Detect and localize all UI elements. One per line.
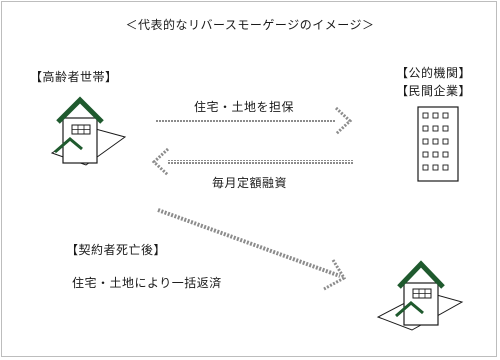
- collateral-arrow-label: 住宅・土地を担保: [194, 100, 295, 114]
- diagram-title: ＜代表的なリバースモーゲージのイメージ＞: [125, 18, 375, 32]
- building-icon: [417, 106, 459, 182]
- after-death-label: 【契約者死亡後】: [66, 243, 167, 257]
- monthly-financing-arrow-label: 毎月定額融資: [212, 176, 288, 190]
- collateral-arrow: [156, 106, 353, 136]
- repayment-arrow: [157, 208, 347, 291]
- public-institution-label: 【公的機関】: [396, 66, 472, 80]
- private-company-label: 【民間企業】: [396, 84, 472, 98]
- repayment-label: 住宅・土地により一括返済: [72, 276, 222, 290]
- house-icon: [376, 260, 464, 331]
- monthly-financing-arrow: [151, 147, 354, 177]
- house-icon: [50, 96, 127, 166]
- household-label: 【高齢者世帯】: [30, 70, 118, 84]
